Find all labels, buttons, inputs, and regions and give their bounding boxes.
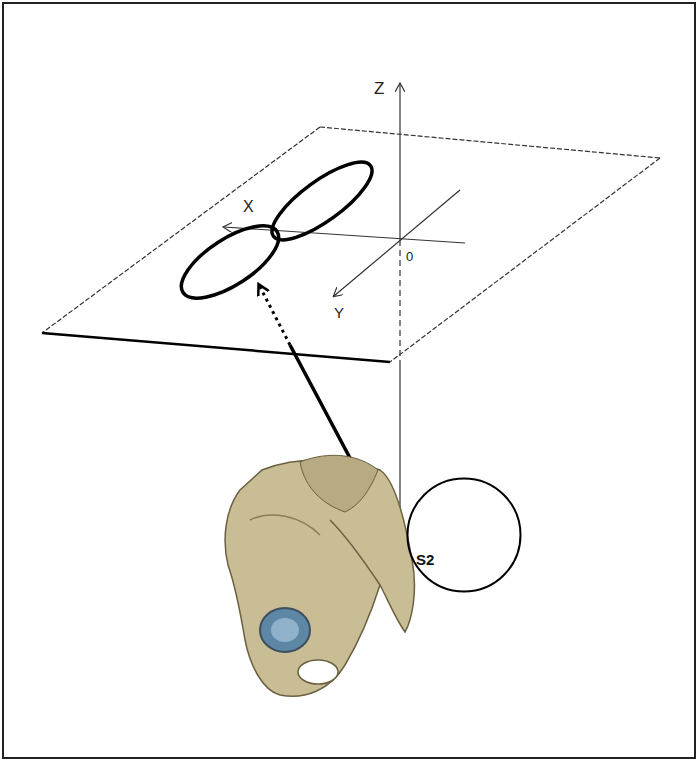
axis-label: 0 xyxy=(406,250,413,263)
direction-arrow xyxy=(259,285,290,345)
axis-label: X xyxy=(243,199,254,215)
axis-label: Y xyxy=(334,305,344,320)
plane xyxy=(42,127,660,362)
pelvis-illustration xyxy=(225,455,414,696)
circle-outline xyxy=(406,477,522,593)
figure-eight-curve xyxy=(171,150,383,312)
axis-label: Z xyxy=(374,80,384,97)
frame xyxy=(3,3,695,758)
node-label: S2 xyxy=(416,551,434,568)
circle-node: S2 xyxy=(406,477,522,593)
